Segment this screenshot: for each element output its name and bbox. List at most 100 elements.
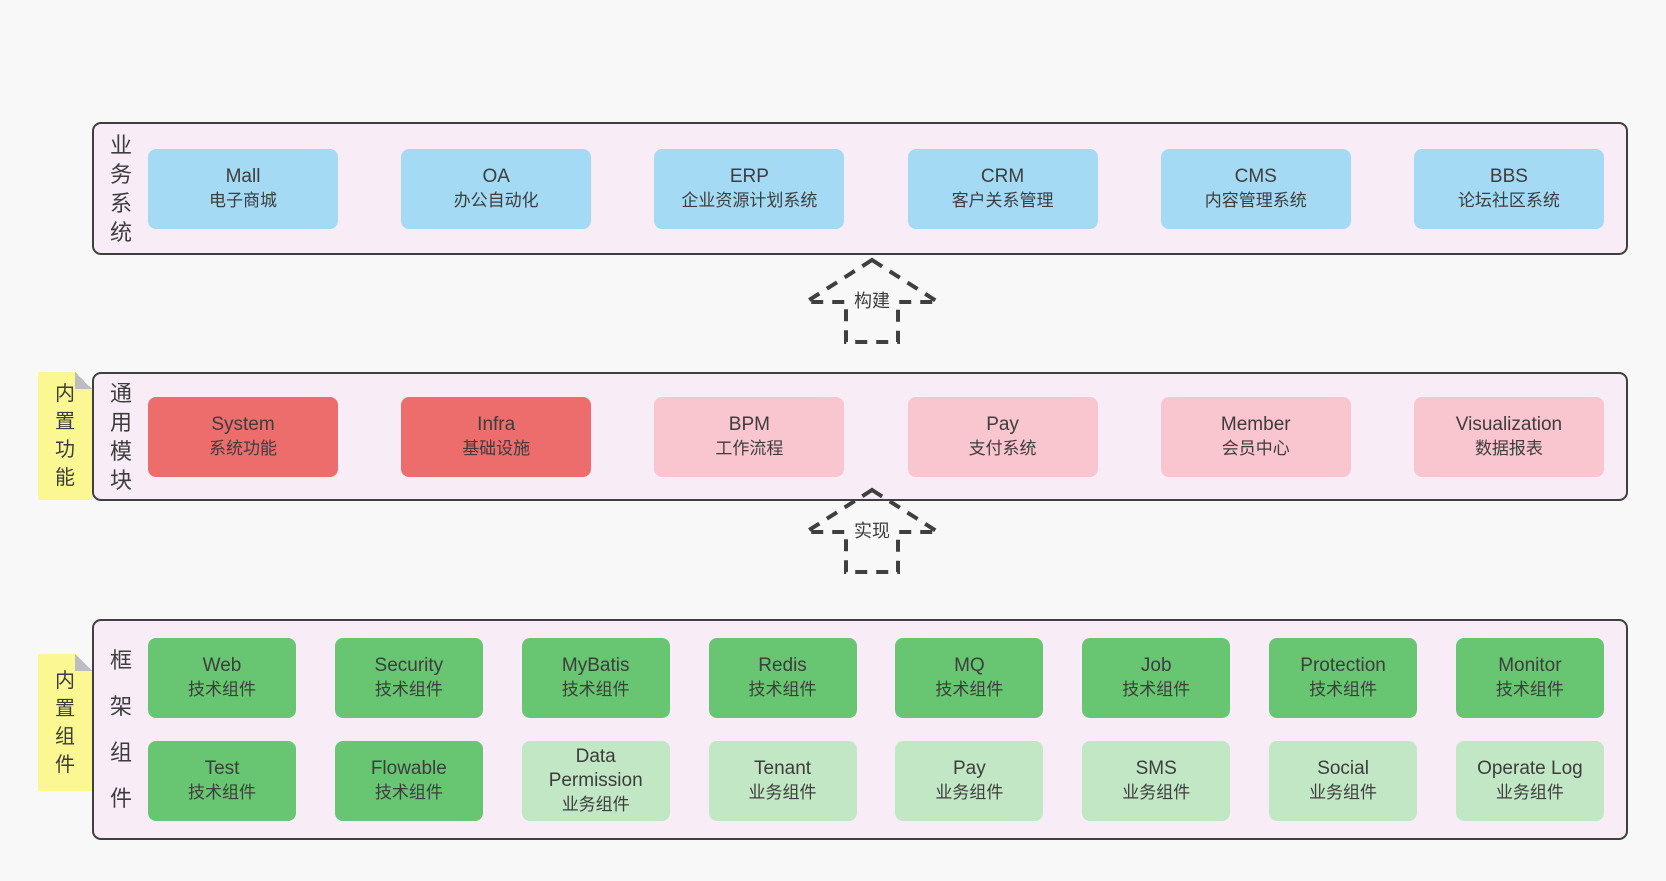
- box-title: Tenant: [754, 758, 812, 779]
- box-subtitle: 客户关系管理: [951, 190, 1054, 210]
- box-subtitle: 业务组件: [748, 783, 817, 802]
- box-title: Social: [1317, 758, 1369, 779]
- box-subtitle: 技术组件: [1495, 680, 1564, 699]
- box-crm: CRM 客户关系管理: [907, 148, 1098, 229]
- sticky-label: 内置功能: [55, 383, 75, 489]
- box-subtitle: 电子商城: [209, 190, 277, 210]
- box-title: Security: [374, 655, 444, 676]
- box-subtitle: 技术组件: [374, 783, 443, 802]
- box-subtitle: 技术组件: [1309, 680, 1378, 699]
- box-mq: MQ 技术组件: [895, 638, 1044, 718]
- layer-side-label-text: 框架组件: [109, 647, 132, 811]
- box-bbs: BBS 论坛社区系统: [1413, 148, 1604, 229]
- up-arrow-icon: [802, 487, 942, 574]
- box-title: CMS: [1234, 165, 1277, 187]
- box-title: Test: [204, 758, 240, 779]
- box-pay: Pay 支付系统: [907, 396, 1098, 477]
- box-title: Mall: [225, 165, 261, 187]
- box-mybatis: MyBatis 技术组件: [521, 638, 670, 718]
- box-subtitle: 技术组件: [935, 680, 1004, 699]
- box-subtitle: 技术组件: [188, 783, 256, 802]
- box-title: Flowable: [370, 758, 447, 779]
- box-subtitle: 会员中心: [1221, 438, 1290, 458]
- box-title: MQ: [954, 655, 985, 676]
- box-subtitle: 办公自动化: [453, 190, 539, 210]
- box-bpm: BPM 工作流程: [654, 396, 845, 477]
- box-subtitle: 工作流程: [715, 438, 784, 458]
- box-title: OA: [482, 165, 510, 187]
- box-oa: OA 办公自动化: [401, 148, 592, 229]
- box-cms: CMS 内容管理系统: [1160, 148, 1351, 229]
- arrow-build: 构建: [802, 256, 942, 346]
- layer-side-label: 框架组件: [94, 621, 148, 838]
- box-test: Test 技术组件: [148, 741, 296, 821]
- box-visualization: Visualization 数据报表: [1413, 396, 1604, 477]
- box-title: Operate Log: [1477, 758, 1583, 779]
- box-subtitle: 业务组件: [1309, 783, 1378, 802]
- arrow-implement: 实现: [802, 486, 942, 576]
- box-subtitle: 业务组件: [1495, 783, 1564, 802]
- sticky-label: 内置组件: [55, 669, 75, 776]
- up-arrow-icon: [802, 257, 942, 344]
- box-subtitle: 技术组件: [188, 680, 256, 699]
- layer-side-label-text: 通用模块: [109, 380, 132, 493]
- box-title: Pay: [986, 413, 1019, 435]
- box-pay: Pay 业务组件: [895, 741, 1044, 821]
- arrow-label: 构建: [850, 289, 894, 314]
- box-subtitle: 业务组件: [935, 783, 1004, 802]
- box-tenant: Tenant 业务组件: [708, 741, 857, 821]
- box-subtitle: 技术组件: [748, 680, 817, 699]
- box-web: Web 技术组件: [148, 638, 296, 718]
- box-system: System 系统功能: [148, 396, 338, 477]
- box-title: MyBatis: [561, 655, 630, 676]
- box-title: Job: [1140, 655, 1172, 676]
- box-social: Social 业务组件: [1269, 741, 1418, 821]
- box-title: Protection: [1300, 655, 1386, 676]
- layer-side-label: 通用模块: [94, 374, 148, 499]
- box-subtitle: 数据报表: [1474, 438, 1543, 458]
- box-subtitle: 技术组件: [561, 680, 630, 699]
- layer-side-label: 业务系统: [94, 124, 148, 253]
- box-flowable: Flowable 技术组件: [334, 741, 483, 821]
- layer-side-label-text: 业务系统: [109, 132, 132, 245]
- box-title: Pay: [953, 758, 986, 779]
- box-subtitle: 企业资源计划系统: [681, 190, 818, 210]
- box-subtitle: 系统功能: [209, 438, 277, 458]
- box-member: Member 会员中心: [1160, 396, 1351, 477]
- box-title: Web: [202, 655, 242, 676]
- box-title: Infra: [477, 413, 516, 435]
- box-subtitle: 论坛社区系统: [1457, 190, 1560, 210]
- box-subtitle: 业务组件: [561, 795, 630, 814]
- sticky-note-builtin-features: 内置功能: [38, 372, 92, 500]
- box-title: CRM: [980, 165, 1025, 187]
- box-title: System: [211, 413, 275, 435]
- box-redis: Redis 技术组件: [708, 638, 857, 718]
- box-job: Job 技术组件: [1082, 638, 1231, 718]
- box-subtitle: 支付系统: [968, 438, 1037, 458]
- box-title: Data Permission: [548, 746, 643, 791]
- box-title: BPM: [728, 413, 770, 435]
- box-title: Redis: [758, 655, 807, 676]
- box-title: Member: [1220, 413, 1291, 435]
- box-subtitle: 技术组件: [1122, 680, 1191, 699]
- box-subtitle: 内容管理系统: [1204, 190, 1307, 210]
- sticky-note-builtin-components: 内置组件: [38, 654, 92, 791]
- box-title: BBS: [1489, 165, 1528, 187]
- box-operate-log: Operate Log 业务组件: [1455, 741, 1604, 821]
- box-title: Visualization: [1455, 413, 1563, 435]
